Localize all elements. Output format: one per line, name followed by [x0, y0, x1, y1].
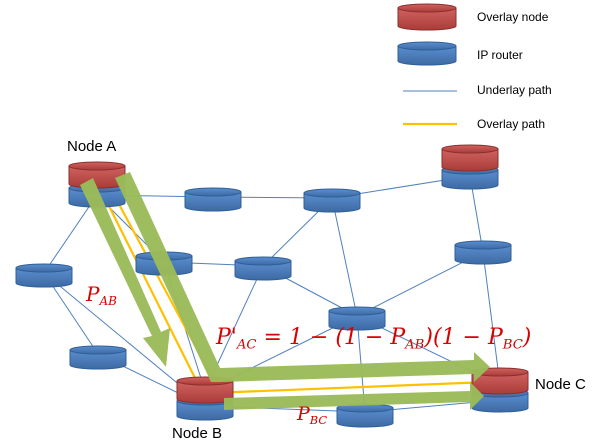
router-6	[234, 256, 292, 281]
router-7	[328, 306, 386, 331]
node-c-label: Node C	[535, 376, 586, 393]
node-a-label: Node A	[67, 138, 117, 155]
legend	[397, 3, 457, 126]
legend-ip-router-label: IP router	[477, 48, 523, 62]
node-b-label: Node B	[172, 425, 223, 442]
p-ab-label: PAB	[86, 282, 117, 309]
legend-overlay-path-label: Overlay path	[477, 117, 546, 131]
legend-overlay-node-label: Overlay node	[477, 10, 549, 24]
node-top-right-overlay	[441, 144, 499, 172]
p-bc-label: PBC	[297, 403, 328, 427]
legend-overlay-node-swatch	[397, 3, 457, 31]
arrow-b-to-c	[224, 382, 484, 410]
router-4	[15, 263, 73, 288]
p-ac-equation: P'AC = 1 − (1 − PAB)(1 − PBC)	[216, 325, 532, 353]
arrow-a-to-c	[115, 172, 490, 382]
arrow-a-to-b-left	[80, 178, 170, 367]
legend-overlay-cylinder	[397, 3, 457, 31]
router-9	[336, 403, 394, 428]
router-1	[184, 187, 242, 212]
legend-underlay-path-label: Underlay path	[477, 83, 552, 97]
router-2	[303, 188, 361, 213]
router-8	[69, 345, 127, 370]
node-b-overlay	[176, 376, 234, 404]
router-3	[454, 240, 512, 265]
node-a-overlay	[68, 161, 126, 189]
legend-router-cylinder	[397, 41, 457, 66]
overlay-paths	[95, 179, 489, 395]
overlay-arrows	[80, 172, 490, 410]
legend-ip-router-swatch	[397, 41, 457, 66]
